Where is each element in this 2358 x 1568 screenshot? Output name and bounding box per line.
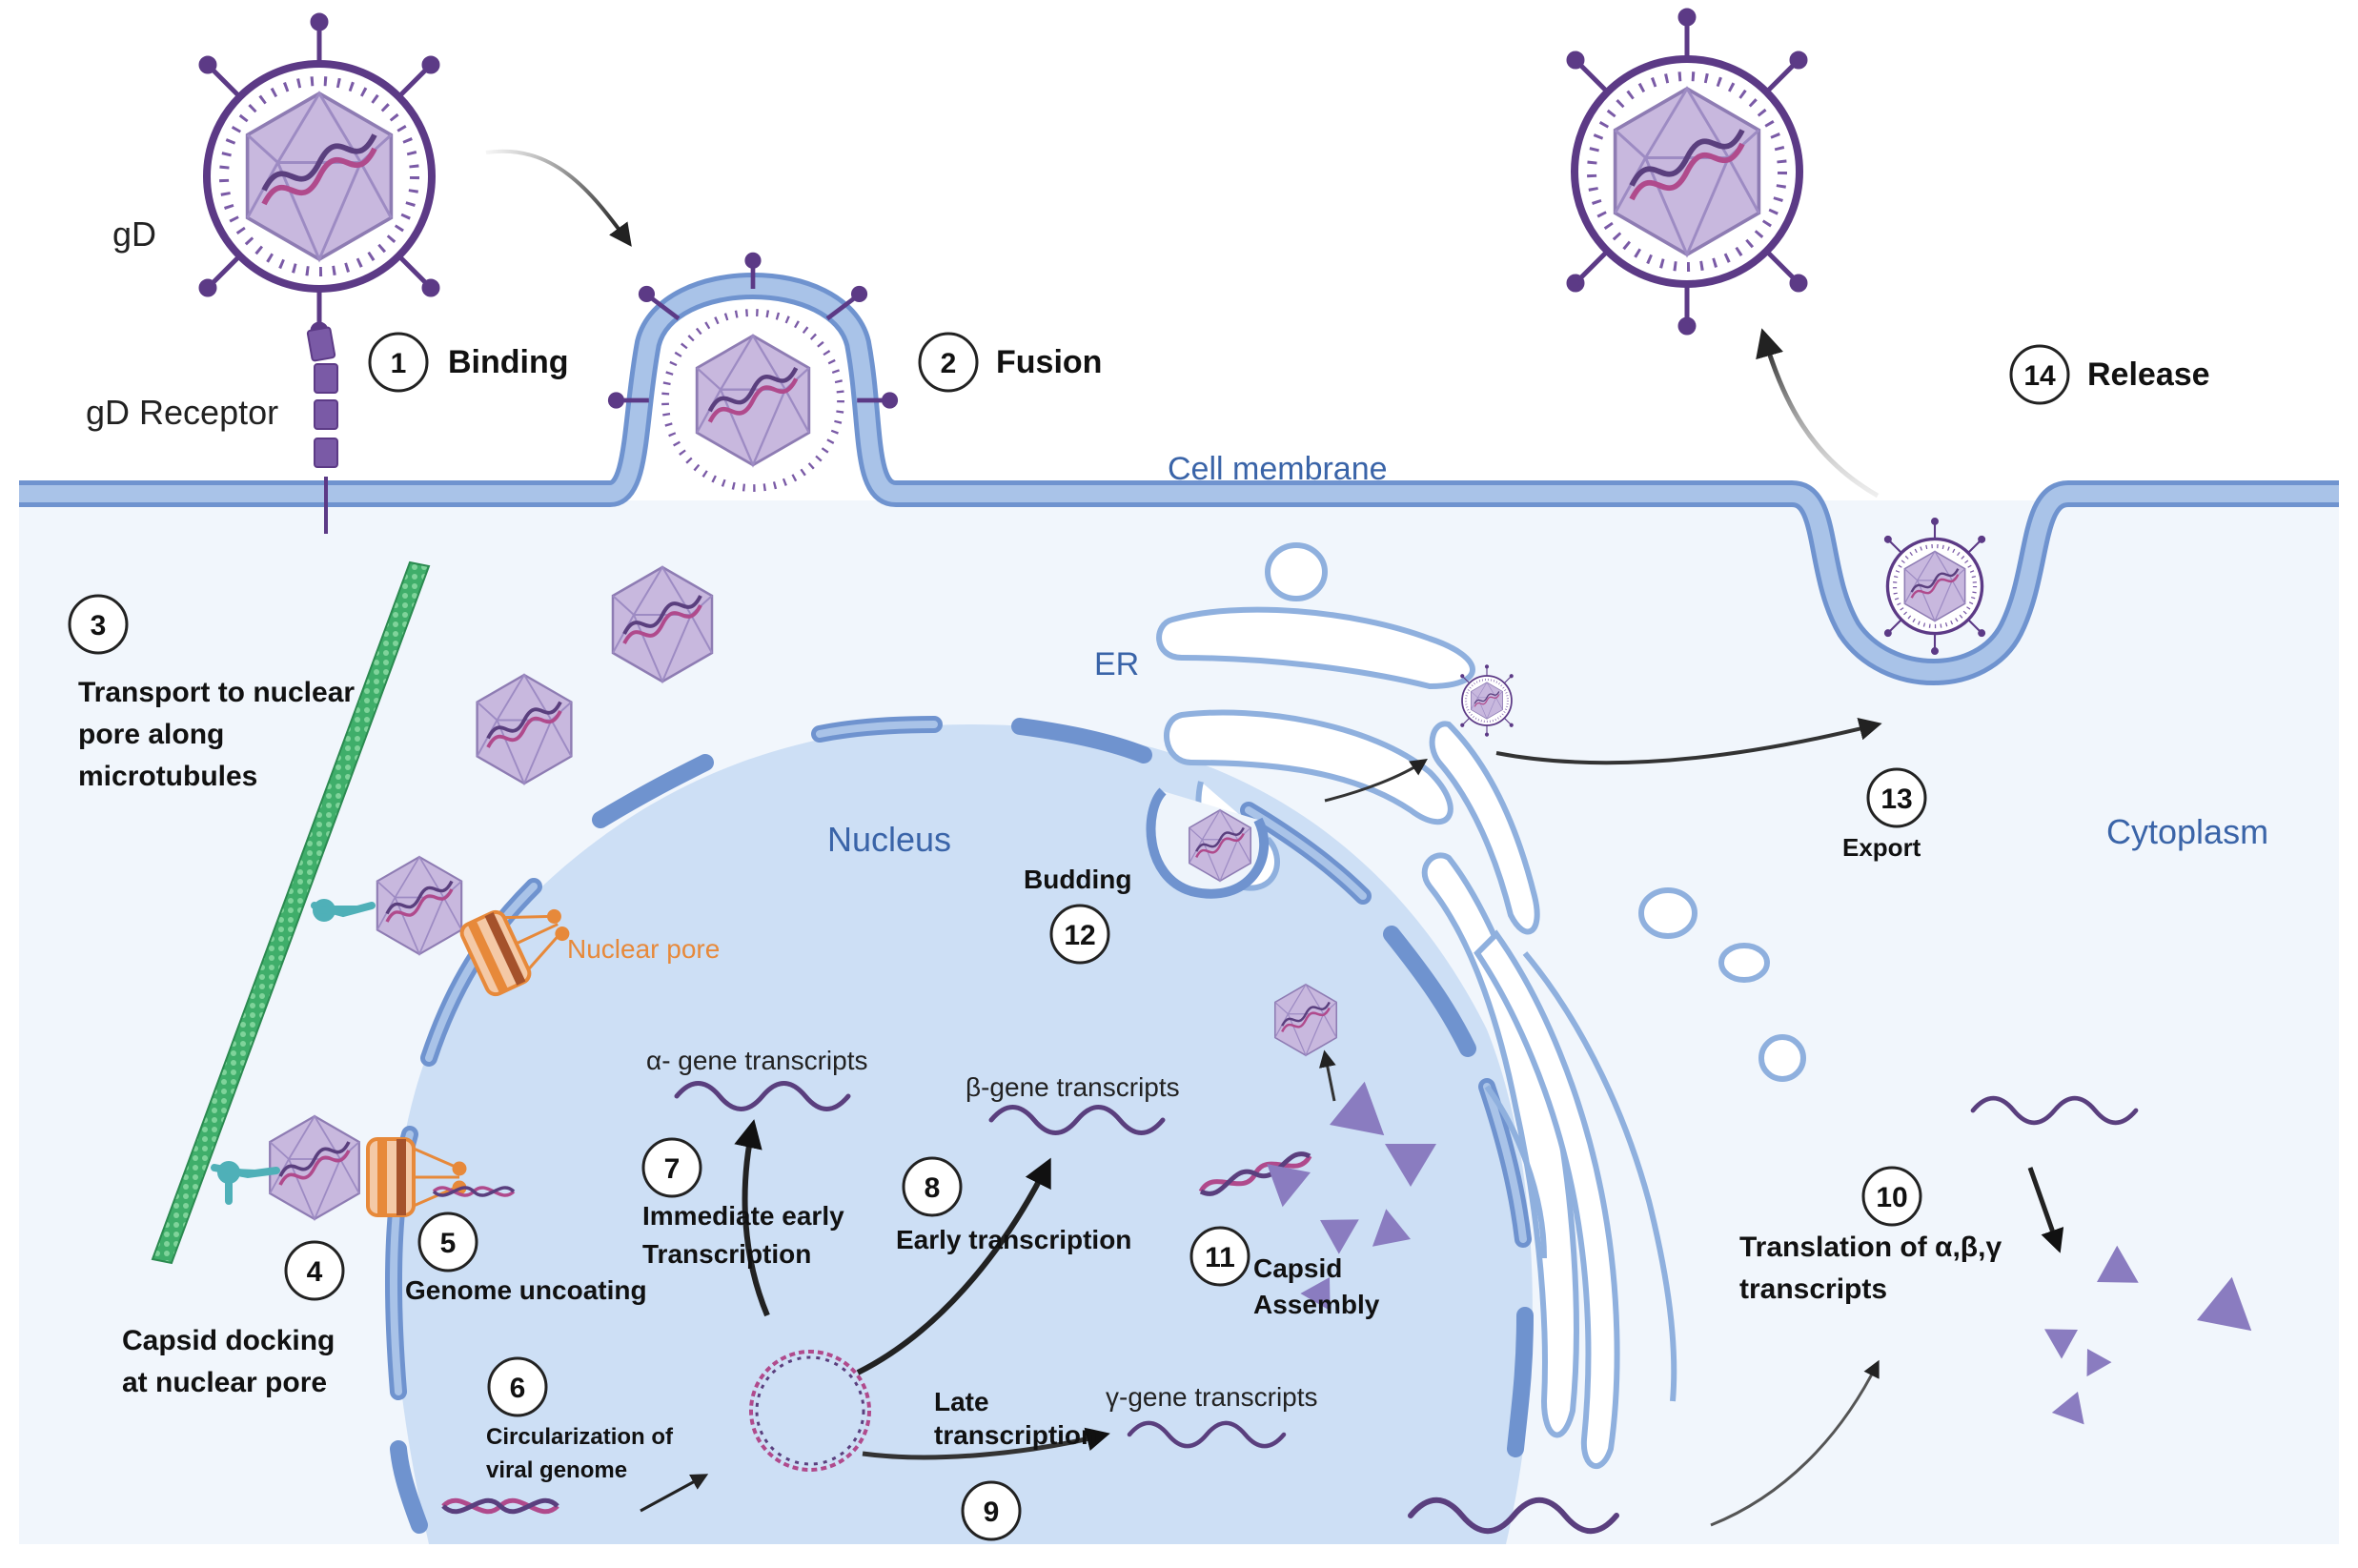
step-num-14: 14	[2023, 360, 2056, 392]
step-label-translation-2: transcripts	[1739, 1273, 1887, 1305]
label-cell-membrane: Cell membrane	[1168, 451, 1388, 487]
step-circle-11	[1189, 1226, 1250, 1287]
label-er: ER	[1094, 646, 1139, 682]
step-label-circularization-1: Circularization of	[486, 1424, 674, 1450]
step-circle-4	[284, 1240, 345, 1301]
label-nucleus: Nucleus	[827, 820, 951, 859]
circular-genome	[749, 1350, 871, 1472]
step-circle-9	[961, 1480, 1022, 1541]
step-circle-8	[902, 1156, 963, 1217]
step-markers	[68, 332, 2070, 1541]
step-label-transport-2: pore along	[78, 719, 224, 750]
step-num-2: 2	[941, 348, 957, 379]
step-label-late-1: Late	[934, 1387, 989, 1416]
step-label-assembly-1: Capsid	[1253, 1253, 1342, 1283]
nucleus	[393, 724, 1533, 1544]
label-gd-receptor: gD Receptor	[86, 393, 278, 432]
step-num-13: 13	[1880, 784, 1912, 815]
step-label-budding: Budding	[1024, 865, 1132, 894]
budding-vesicle	[1146, 787, 1270, 899]
step-circle-5	[417, 1212, 478, 1273]
label-alpha-transcripts: α- gene transcripts	[646, 1046, 868, 1075]
virion-released	[1569, 10, 1805, 333]
step-num-5: 5	[440, 1228, 457, 1259]
step-label-ie-2: Transcription	[642, 1239, 811, 1269]
step-label-early: Early transcription	[896, 1225, 1131, 1254]
gd-receptor	[306, 326, 338, 534]
step-label-late-2: transcription	[934, 1420, 1097, 1450]
microtubule	[151, 560, 431, 1265]
virion-binding	[201, 15, 437, 337]
label-beta-transcripts: β-gene transcripts	[966, 1072, 1180, 1102]
step-num-3: 3	[91, 610, 107, 641]
step-label-translation-1: Translation of α,β,γ	[1739, 1232, 2002, 1263]
step-circle-7	[641, 1137, 702, 1198]
step-num-9: 9	[984, 1497, 1000, 1528]
step-num-4: 4	[307, 1256, 323, 1288]
step-circle-1	[368, 332, 429, 393]
step-circle-14	[2009, 344, 2070, 405]
step-label-circularization-2: viral genome	[486, 1457, 627, 1483]
label-cytoplasm: Cytoplasm	[2106, 812, 2268, 851]
step-label-docking-2: at nuclear pore	[122, 1367, 327, 1398]
step-num-12: 12	[1064, 920, 1095, 951]
motor-protein	[211, 899, 376, 1205]
step-label-assembly-2: Assembly	[1253, 1290, 1380, 1319]
step-circle-10	[1861, 1166, 1922, 1227]
label-nuclear-pore: Nuclear pore	[567, 934, 720, 964]
step-label-binding: Binding	[448, 344, 569, 380]
step-circle-12	[1049, 904, 1110, 965]
step-circle-6	[487, 1356, 548, 1417]
virion-fusion	[607, 252, 899, 492]
arrows	[485, 149, 2064, 1527]
step-num-8: 8	[925, 1172, 941, 1204]
step-num-11: 11	[1205, 1242, 1235, 1273]
step-circle-2	[918, 332, 979, 393]
step-label-export: Export	[1842, 833, 1921, 862]
step-label-ie-1: Immediate early	[642, 1201, 844, 1231]
step-circle-13	[1866, 767, 1927, 828]
step-num-7: 7	[664, 1153, 681, 1185]
step-label-transport-1: Transport to nuclear	[78, 677, 355, 708]
step-label-uncoating: Genome uncoating	[405, 1275, 647, 1305]
step-num-10: 10	[1876, 1182, 1907, 1213]
label-gd: gD	[112, 214, 156, 254]
step-label-docking-1: Capsid docking	[122, 1325, 335, 1356]
label-gamma-transcripts: γ-gene transcripts	[1106, 1382, 1318, 1412]
step-label-transport-3: microtubules	[78, 761, 257, 792]
step-label-fusion: Fusion	[996, 344, 1102, 380]
step-num-6: 6	[510, 1373, 526, 1404]
step-circle-3	[68, 594, 129, 655]
step-label-release: Release	[2087, 356, 2210, 393]
step-num-1: 1	[391, 348, 407, 379]
